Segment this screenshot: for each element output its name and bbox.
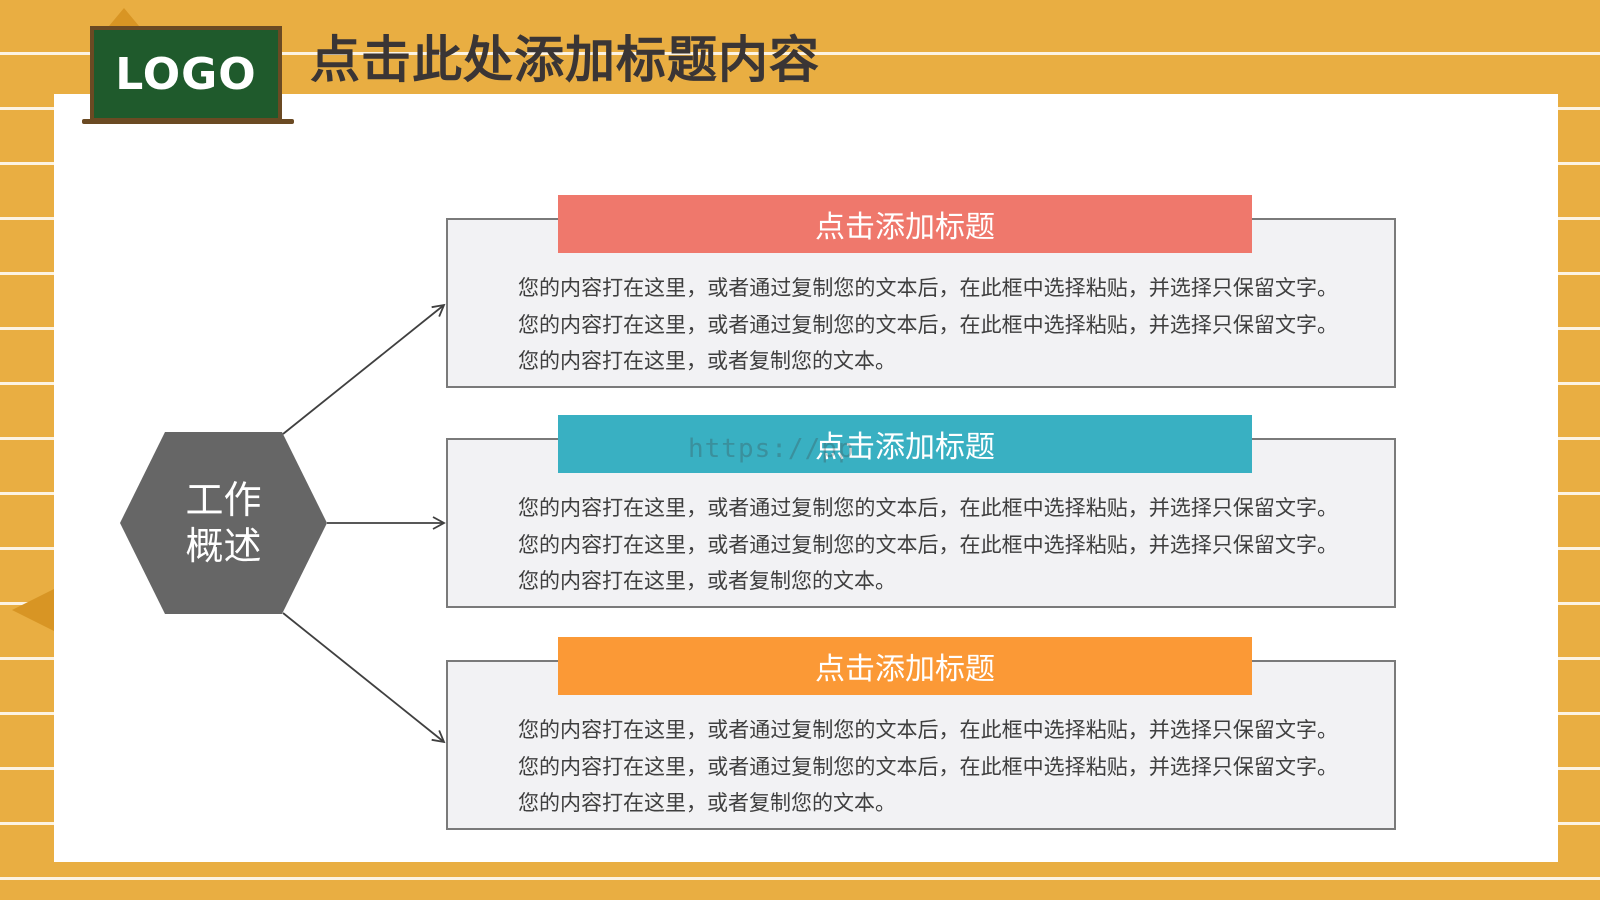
- center-label[interactable]: 工作概述: [185, 478, 262, 568]
- content-text-2[interactable]: 您的内容打在这里，或者通过复制您的文本后，在此框中选择粘贴，并选择只保留文字。您…: [518, 496, 1338, 593]
- decorative-triangle: [12, 588, 56, 632]
- item-header-2[interactable]: 点击添加标题: [558, 415, 1252, 473]
- content-text-1[interactable]: 您的内容打在这里，或者通过复制您的文本后，在此框中选择粘贴，并选择只保留文字。您…: [518, 276, 1338, 373]
- page-title[interactable]: 点击此处添加标题内容: [310, 31, 820, 89]
- item-header-1[interactable]: 点击添加标题: [558, 195, 1252, 253]
- watermark-text: https://pp: [688, 434, 855, 464]
- arrow-to-item-1: [282, 303, 446, 435]
- arrow-to-item-3: [282, 612, 446, 744]
- logo-ledge: [82, 119, 294, 124]
- item-header-3[interactable]: 点击添加标题: [558, 637, 1252, 695]
- content-text-3[interactable]: 您的内容打在这里，或者通过复制您的文本后，在此框中选择粘贴，并选择只保留文字。您…: [518, 718, 1338, 815]
- hexagon-shape: [120, 432, 327, 614]
- center-hexagon: 工作概述: [120, 432, 327, 614]
- logo-text: LOGO: [115, 48, 257, 100]
